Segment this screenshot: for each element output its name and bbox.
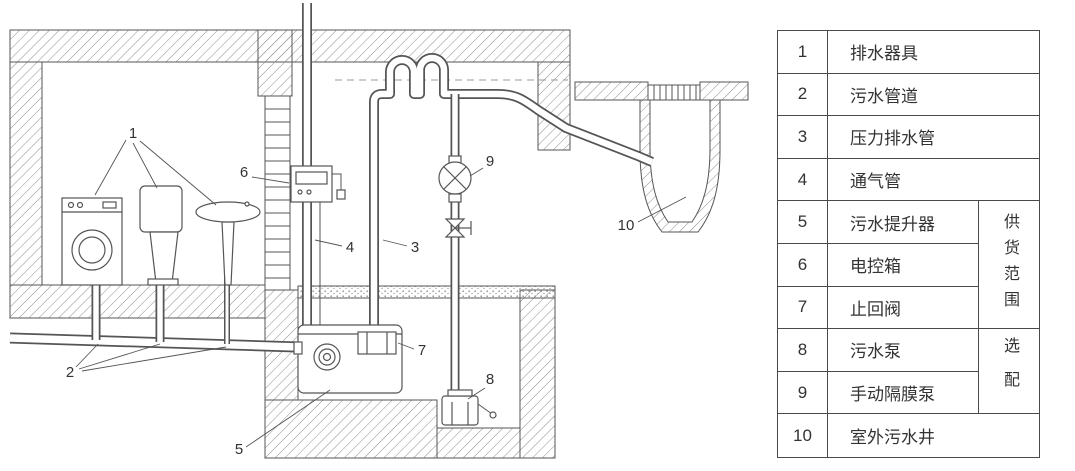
- outdoor-well: [639, 84, 721, 233]
- callout-leaders: [75, 139, 687, 448]
- legend-row-1-num: 1: [778, 31, 828, 74]
- legend-row-4-num: 4: [778, 158, 828, 202]
- callout-4: 4: [346, 239, 354, 256]
- callout-10: 10: [618, 217, 635, 234]
- callout-5: 5: [235, 441, 243, 458]
- legend-row-5-label: 污水提升器: [828, 201, 979, 244]
- legend-group-optional-label: 选配: [1001, 337, 1018, 406]
- control-box: [290, 165, 346, 325]
- legend-row-9-label: 手动隔膜泵: [828, 371, 979, 415]
- sink: [195, 201, 261, 286]
- washing-machine: [61, 197, 123, 286]
- sewage-collection-pipe: [9, 332, 299, 353]
- legend-row-4-label: 通气管: [828, 159, 1039, 202]
- block-wall-column: [264, 95, 291, 291]
- walls: [9, 29, 749, 459]
- legend-row-7-label: 止回阀: [828, 286, 979, 330]
- legend-row-5-num: 5: [778, 201, 828, 244]
- pressure-pipe: [369, 53, 654, 332]
- callout-9: 9: [486, 153, 494, 170]
- legend-group-supply-scope-label: 供货范围: [1001, 212, 1018, 317]
- callout-6: 6: [240, 164, 248, 181]
- installation-diagram: 1 2 3 4 5 6 7 8 9 10: [9, 3, 749, 459]
- check-valve: [357, 331, 397, 355]
- basement-slab: [297, 285, 556, 299]
- callout-1: 1: [129, 125, 137, 142]
- callout-8: 8: [486, 371, 494, 388]
- legend-row-3-label: 压力排水管: [828, 116, 1039, 159]
- legend-row-10-label: 室外污水井: [850, 428, 935, 448]
- legend-row-7-num: 7: [778, 286, 828, 330]
- legend-row-6-num: 6: [778, 243, 828, 287]
- legend-group-supply-scope: 供货范围: [979, 201, 1039, 330]
- legend-group-optional: 选配: [979, 329, 1039, 415]
- riser-valve: [444, 218, 472, 238]
- legend-row-2-num: 2: [778, 73, 828, 117]
- legend-row-10-num: 10: [778, 414, 828, 457]
- toilet: [139, 185, 183, 286]
- legend-row-2-label: 污水管道: [828, 74, 1039, 117]
- sewage-pump: [441, 389, 497, 426]
- legend-row-8-label: 污水泵: [828, 329, 979, 372]
- callout-2: 2: [66, 364, 74, 381]
- callout-7: 7: [418, 342, 426, 359]
- legend-row-8-num: 8: [778, 329, 828, 372]
- diaphragm-pump: [438, 155, 472, 203]
- callout-3: 3: [411, 239, 419, 256]
- legend-table: 1 排水器具 2 污水管道 3 压力排水管 4 通气管 5 污水提升器 6 电控…: [777, 30, 1040, 458]
- legend-row-3-num: 3: [778, 116, 828, 159]
- legend-row-9-num: 9: [778, 371, 828, 415]
- legend-row-6-label: 电控箱: [828, 243, 979, 287]
- legend-row-1-label: 排水器具: [828, 31, 1039, 74]
